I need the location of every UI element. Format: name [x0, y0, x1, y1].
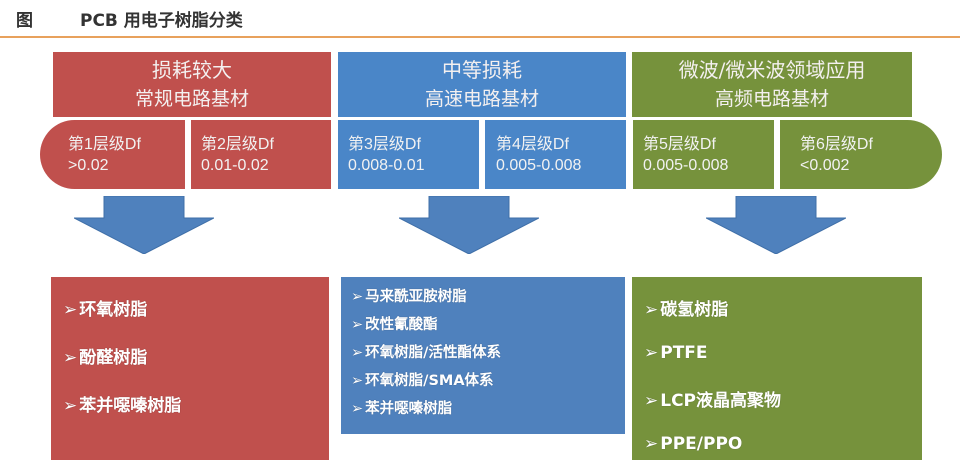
df-tier-value: <0.002	[800, 157, 850, 174]
df-tier-value: 0.005-0.008	[643, 157, 729, 174]
figure-title: PCB 用电子树脂分类	[80, 11, 243, 31]
category-subtitle: 高速电路基材	[424, 88, 539, 110]
materials-list-high-frequency: ➢碳氢树脂 ➢PTFE ➢LCP液晶高聚物 ➢PPE/PPO	[632, 277, 922, 460]
df-tier-label: 第6层级Df	[800, 136, 873, 153]
df-tier-4: 第4层级Df 0.005-0.008	[485, 120, 626, 189]
df-tier-value: 0.005-0.008	[496, 157, 582, 174]
df-tier-5: 第5层级Df 0.005-0.008	[633, 120, 774, 189]
list-item: ➢马来酰亚胺树脂	[351, 289, 467, 305]
df-tier-label: 第5层级Df	[643, 136, 716, 153]
list-item: ➢PTFE	[644, 343, 708, 363]
down-arrow-icon	[706, 196, 846, 254]
category-title: 中等损耗	[442, 58, 522, 82]
materials-list-conventional: ➢环氧树脂 ➢酚醛树脂 ➢苯并噁嗪树脂	[51, 277, 329, 460]
list-item: ➢苯并噁嗪树脂	[351, 401, 453, 417]
list-item: ➢环氧树脂/活性酯体系	[351, 345, 501, 361]
down-arrow-icon	[399, 196, 539, 254]
df-tier-label: 第1层级Df	[68, 136, 141, 153]
category-title: 微波/微米波领域应用	[678, 58, 866, 82]
df-tier-3: 第3层级Df 0.008-0.01	[338, 120, 479, 189]
list-item: ➢酚醛树脂	[63, 348, 148, 368]
df-tier-value: >0.02	[68, 157, 109, 174]
category-heading-conventional: 损耗较大 常规电路基材	[53, 52, 331, 117]
category-subtitle: 高频电路基材	[714, 88, 829, 110]
list-item: ➢PPE/PPO	[644, 434, 743, 454]
df-tier-label: 第4层级Df	[496, 136, 569, 153]
figure-header: 图 PCB 用电子树脂分类	[0, 0, 970, 38]
list-item: ➢环氧树脂/SMA体系	[351, 373, 494, 389]
list-item: ➢苯并噁嗪树脂	[63, 396, 182, 416]
df-tier-label: 第3层级Df	[348, 136, 421, 153]
list-item: ➢LCP液晶高聚物	[644, 391, 782, 411]
list-item: ➢环氧树脂	[63, 300, 148, 320]
df-tier-value: 0.008-0.01	[348, 157, 425, 174]
df-tier-6: 第6层级Df <0.002	[780, 120, 942, 189]
df-tier-label: 第2层级Df	[201, 136, 274, 153]
df-tier-2: 第2层级Df 0.01-0.02	[191, 120, 331, 189]
df-tier-1: 第1层级Df >0.02	[40, 120, 185, 189]
list-item: ➢碳氢树脂	[644, 300, 729, 320]
down-arrow-icon	[74, 196, 214, 254]
figure-label: 图	[16, 11, 33, 31]
category-heading-high-speed: 中等损耗 高速电路基材	[338, 52, 626, 117]
category-heading-high-frequency: 微波/微米波领域应用 高频电路基材	[632, 52, 912, 117]
header-divider	[0, 36, 960, 38]
list-item: ➢改性氰酸酯	[351, 317, 438, 333]
category-subtitle: 常规电路基材	[134, 88, 249, 110]
df-tier-value: 0.01-0.02	[201, 157, 269, 174]
category-title: 损耗较大	[152, 58, 232, 82]
materials-list-high-speed: ➢马来酰亚胺树脂 ➢改性氰酸酯 ➢环氧树脂/活性酯体系 ➢环氧树脂/SMA体系 …	[341, 277, 625, 434]
